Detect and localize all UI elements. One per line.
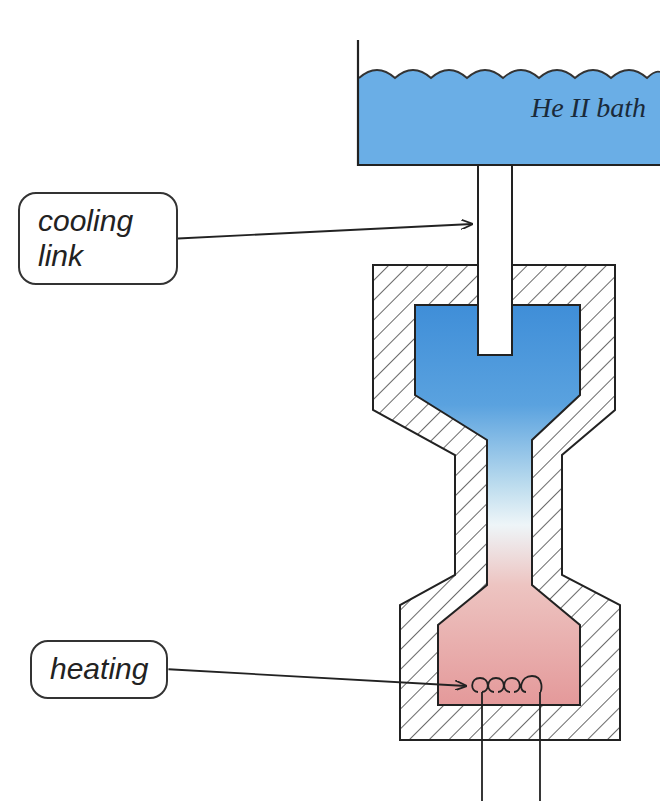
heater-wires [482,692,540,801]
leader-arrow [168,669,466,686]
heater-coil [472,676,541,692]
bath-label: He II bath [531,92,646,124]
liquid-surface [359,70,660,78]
callout-text: heating [50,652,148,687]
helium-bath-liquid [359,70,660,164]
leader-arrow [178,224,472,239]
callout-box: cooling link [18,192,178,285]
bath-wall [358,40,660,165]
helium-cavity [415,305,580,705]
cooling-link-rod [478,165,512,355]
callout-text: cooling link [38,204,158,273]
callout-box: heating [30,640,168,699]
